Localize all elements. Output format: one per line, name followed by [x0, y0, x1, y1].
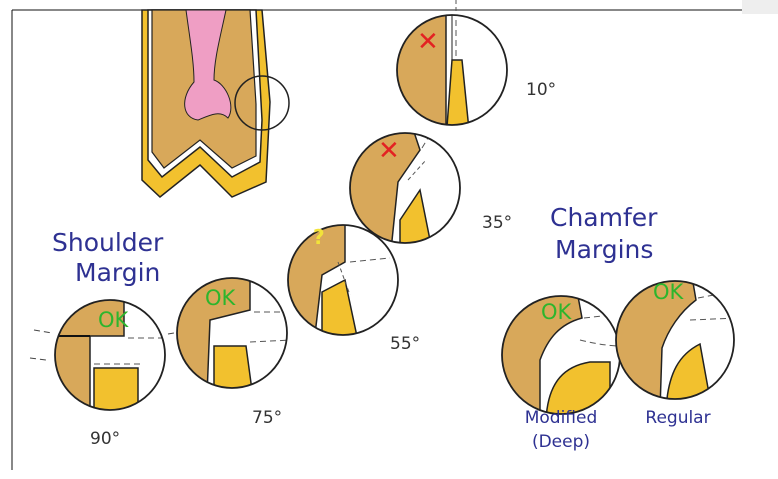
shoulder-title-line2: Margin: [75, 258, 160, 288]
chamfer-title-line1: Chamfer: [550, 203, 657, 233]
shoulder-title-line1: Shoulder: [52, 228, 163, 258]
corner-tab: [742, 0, 778, 14]
reject-mark-10: ✕: [417, 27, 439, 57]
chamfer-title-line2: Margins: [555, 235, 653, 265]
angle-label-90: 90°: [90, 429, 120, 449]
caption-regular: Regular: [638, 406, 718, 430]
angle-label-75: 75°: [252, 408, 282, 428]
uncertain-mark-55: ?: [313, 225, 325, 249]
tooth-overview: [142, 10, 289, 197]
ok-mark-regular: OK: [653, 280, 683, 304]
caption-modified-line1: Modified: [518, 406, 604, 430]
angle-label-55: 55°: [390, 334, 420, 354]
angle-label-35: 35°: [482, 213, 512, 233]
caption-modified-line2: (Deep): [518, 430, 604, 454]
margin-detail-90: [30, 280, 180, 440]
margin-detail-10: [390, 0, 507, 140]
reject-mark-35: ✕: [378, 136, 400, 166]
margin-detail-75: [160, 260, 292, 420]
ok-mark-90: OK: [98, 308, 128, 332]
angle-label-10: 10°: [526, 80, 556, 100]
ok-mark-75: OK: [205, 286, 235, 310]
ok-mark-modified: OK: [541, 300, 571, 324]
